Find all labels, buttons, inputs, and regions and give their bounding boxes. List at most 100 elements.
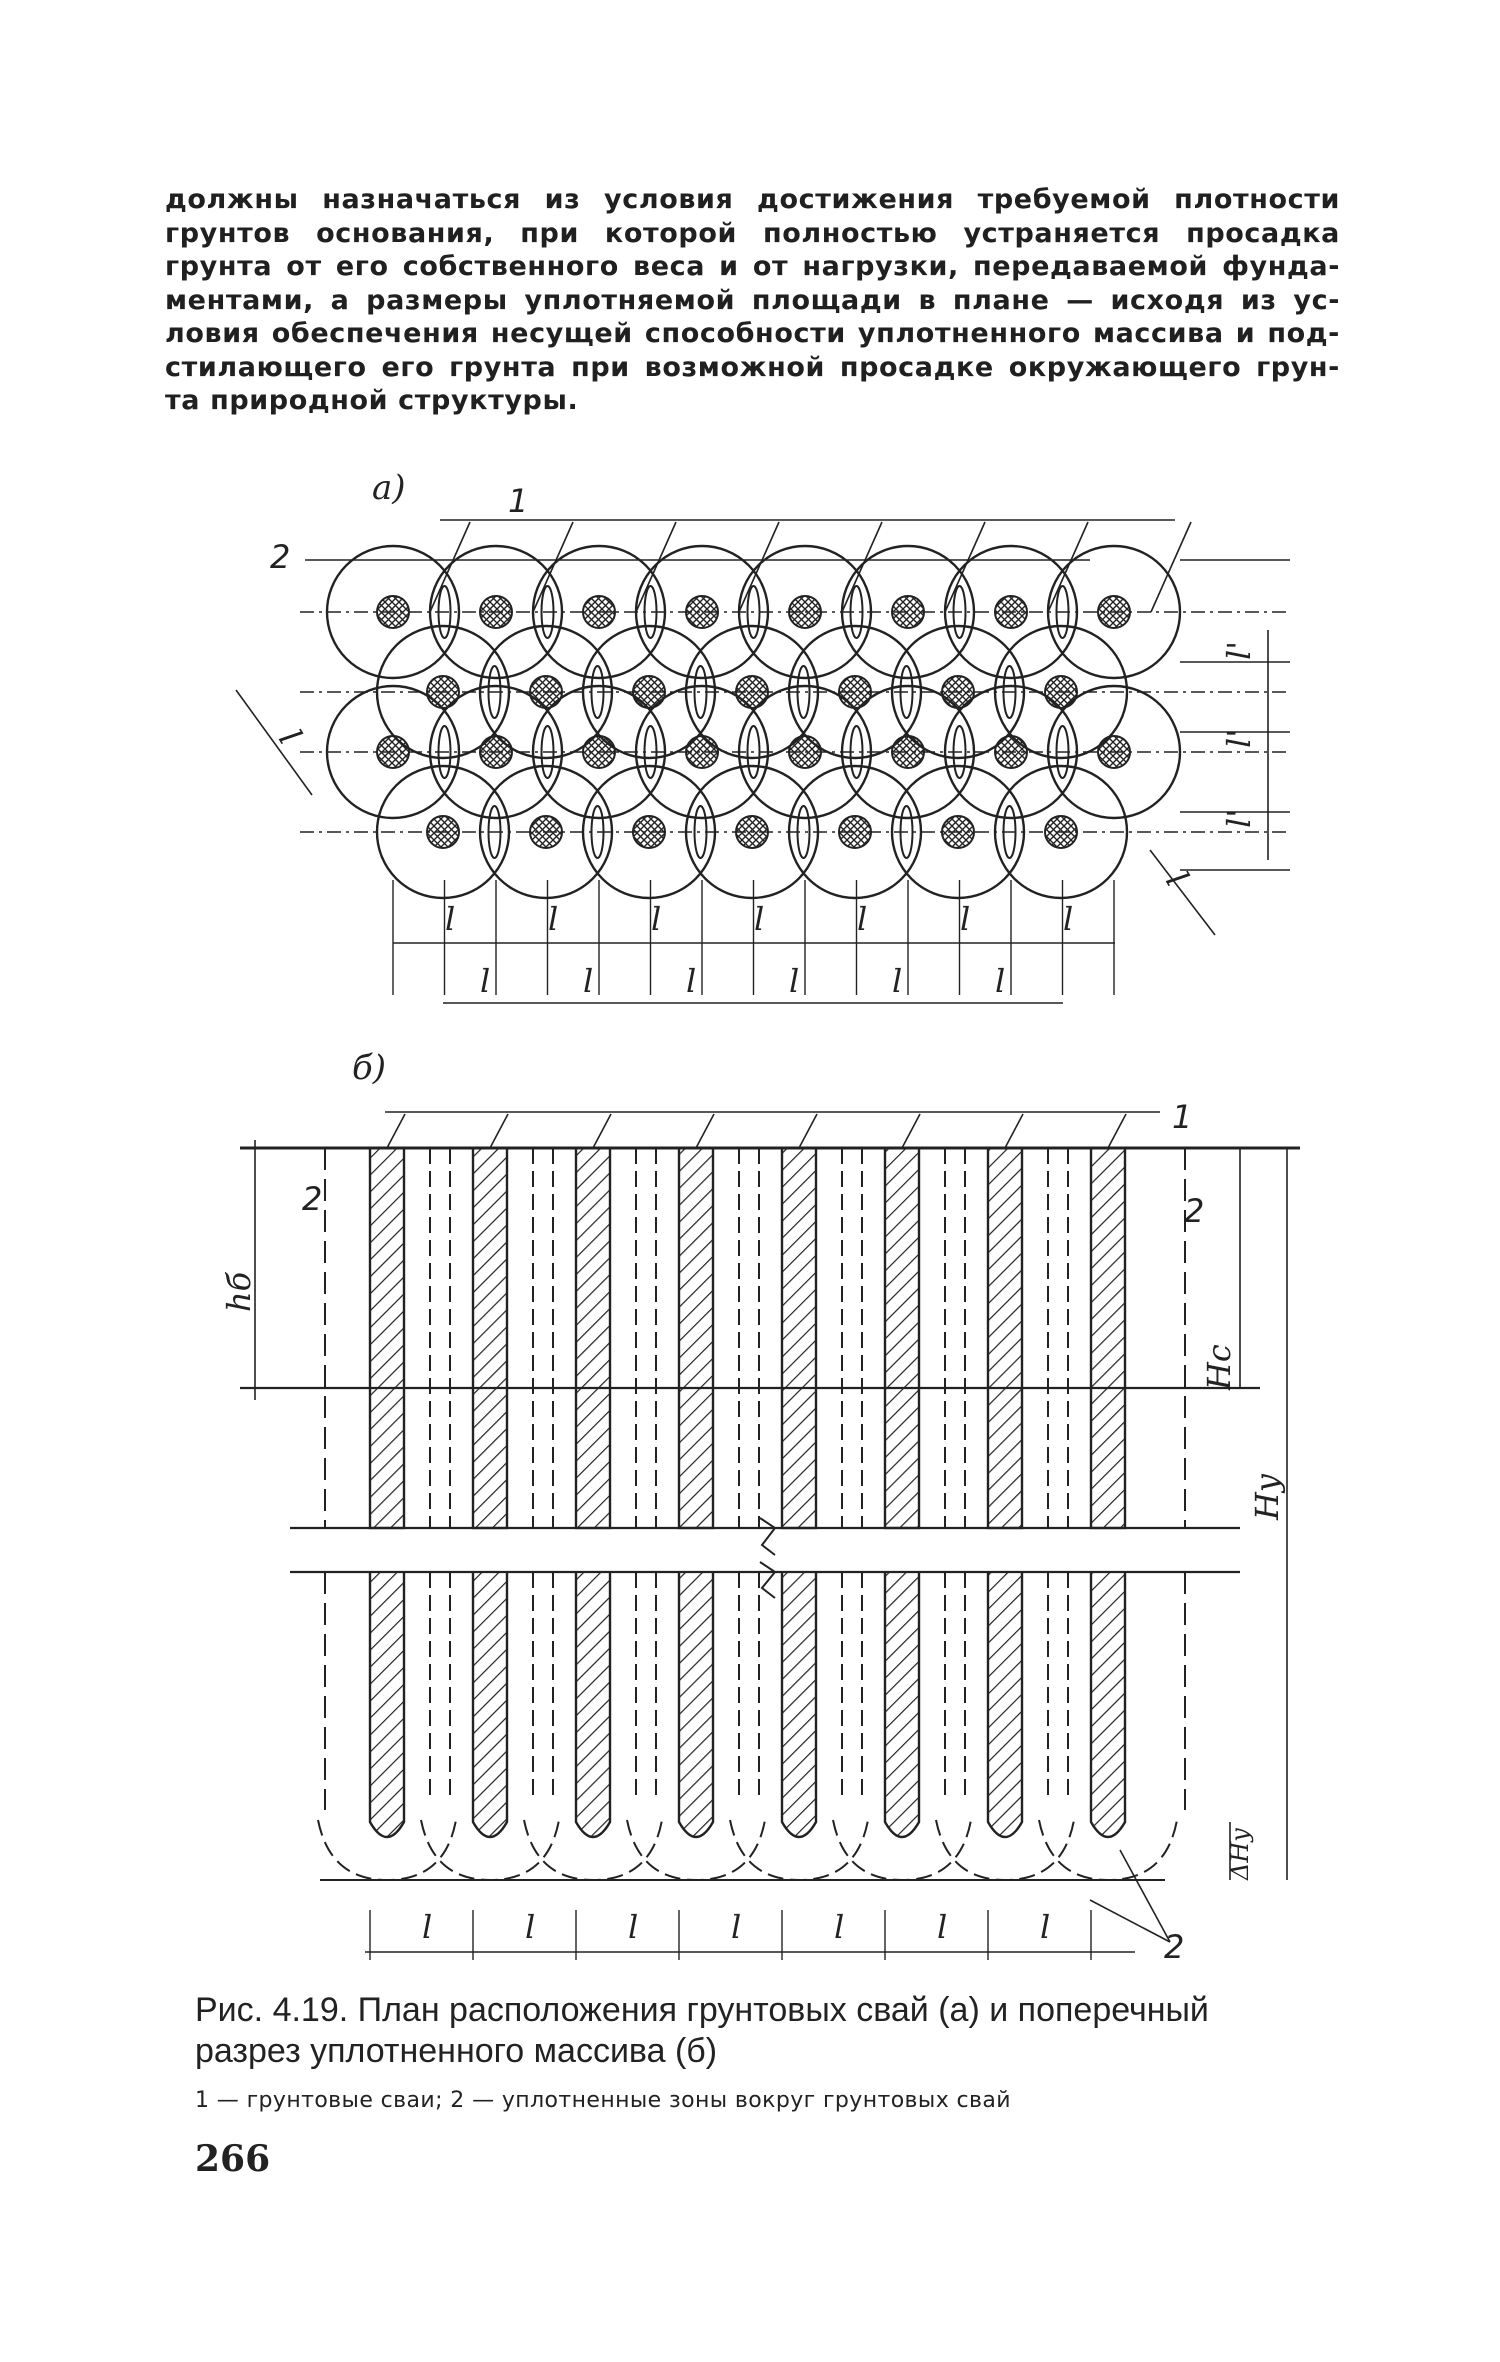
caption-line: Рис. 4.19. План расположения грунтовых с… [195, 1991, 1209, 2029]
callout-leader [1119, 1849, 1171, 1943]
dim-label-l: l [1040, 1908, 1050, 1946]
page-number: 266 [195, 2138, 271, 2180]
dim-label-l: l [892, 962, 902, 1000]
zone-bottom-arc [832, 1819, 972, 1882]
dim-label-delta-hy: ΔHy [1226, 1828, 1254, 1881]
caption-line: разрез уплотненного массива (б) [195, 2032, 718, 2070]
dim-label-l: l [731, 1908, 741, 1946]
zone-bottom-arc [1038, 1819, 1178, 1882]
pile-upper [883, 1146, 921, 1530]
pile-upper [1089, 1146, 1127, 1530]
text-line: грунта от его собственного веса и от наг… [165, 251, 1340, 282]
pile-upper [574, 1146, 612, 1530]
dim-label-l: l [834, 1908, 844, 1946]
break-symbol [759, 1517, 777, 1556]
overlap-lens [693, 805, 708, 859]
pile-lower [677, 1572, 715, 1839]
dim-label-l: l [754, 900, 764, 938]
zone-bottom-arc [420, 1819, 560, 1882]
dim-label-l: l [480, 962, 490, 1000]
zone-bottom-arc [935, 1819, 1075, 1882]
callout-2-section-bottom: 2 [1164, 1928, 1184, 1966]
callout-leader [1089, 1899, 1171, 1943]
dim-label-l: l [445, 900, 455, 938]
callout-leader [635, 521, 677, 613]
pile-lower [780, 1572, 818, 1839]
dim-label-l: l [995, 962, 1005, 1000]
dim-label-l: l [937, 1908, 947, 1946]
zone-bottom-arc [523, 1819, 663, 1882]
callout-leader [841, 521, 883, 613]
callout-leader [532, 521, 574, 613]
pile-lower [986, 1572, 1024, 1839]
compacted-zone-outlines [317, 1148, 1186, 1882]
text-line: ловия обеспечения несущей способности уп… [165, 318, 1340, 349]
callout-leader [1150, 521, 1192, 613]
diagonal-dim-line [235, 689, 313, 796]
dim-label-l-prime: l' [1220, 809, 1258, 828]
dim-label-l: l [583, 962, 593, 1000]
section-callout-leaders [385, 1111, 1171, 1943]
callout-leader [429, 521, 471, 613]
pile-upper [368, 1146, 406, 1530]
callout-leader [798, 1113, 818, 1149]
callout-leader [1004, 1113, 1024, 1149]
pile-lower [1089, 1572, 1127, 1839]
zone-bottom-arc [317, 1819, 457, 1882]
dim-label-l: l [525, 1908, 535, 1946]
figure-part-a-label: а) [372, 468, 406, 508]
body-paragraph: должны назначаться из условия достижения… [165, 183, 1340, 418]
dim-label-l: l [960, 900, 970, 938]
callout-1-section: 1 [1172, 1098, 1192, 1136]
callout-leader [386, 1113, 406, 1149]
dim-label-hc: Hc [1200, 1344, 1238, 1391]
figure-part-b-label: б) [352, 1048, 387, 1088]
figure-legend: 1 — грунтовые сваи; 2 — уплотненные зоны… [195, 2088, 1011, 2113]
pile-lower [574, 1572, 612, 1839]
pile-upper [986, 1146, 1024, 1530]
pile-lower [368, 1572, 406, 1839]
text-line: грунтов основания, при которой полностью… [165, 217, 1340, 249]
text-line: стилающего его грунта при возможной прос… [165, 351, 1340, 383]
diagonal-dim-line [1149, 849, 1216, 936]
pile-upper [471, 1146, 509, 1530]
callout-1-leaders [305, 519, 1192, 613]
zone-bottom-arc [729, 1819, 869, 1882]
compacted-zone-circle [478, 764, 614, 900]
dim-label-hb: hб [220, 1271, 258, 1312]
pile-upper [677, 1146, 715, 1530]
zone-bottom-arc [626, 1819, 766, 1882]
callout-leader [1047, 521, 1089, 613]
compacted-zone-circle [478, 624, 614, 760]
callout-leader [695, 1113, 715, 1149]
dim-label-l: l [651, 900, 661, 938]
pile-sections [368, 1146, 1127, 1839]
callout-leader [489, 1113, 509, 1149]
pile-lower [883, 1572, 921, 1839]
dim-label-hy: Hy [1248, 1473, 1286, 1521]
dim-label-l: l [628, 1908, 638, 1946]
plan-axes [300, 559, 1290, 995]
text-line: ментами, а размеры уплотняемой площади в… [165, 284, 1340, 316]
break-symbol [759, 1561, 777, 1599]
text-line: должны назначаться из условия достижения… [165, 184, 1340, 215]
callout-1-plan: 1 [508, 482, 528, 520]
callout-leader [944, 521, 986, 613]
dim-label-l: l [548, 900, 558, 938]
overlap-lens [693, 665, 708, 719]
callout-2-section-right: 2 [1184, 1192, 1204, 1230]
dim-label-l: l [686, 962, 696, 1000]
pile-upper [780, 1146, 818, 1530]
dim-label-l-prime: l' [1220, 729, 1258, 748]
dim-label-l-prime: l' [1220, 641, 1258, 660]
dim-label-l: l [857, 900, 867, 938]
callout-leader [738, 521, 780, 613]
pile-lower [471, 1572, 509, 1839]
dim-label-l: l [422, 1908, 432, 1946]
dim-label-l: l [1063, 900, 1073, 938]
